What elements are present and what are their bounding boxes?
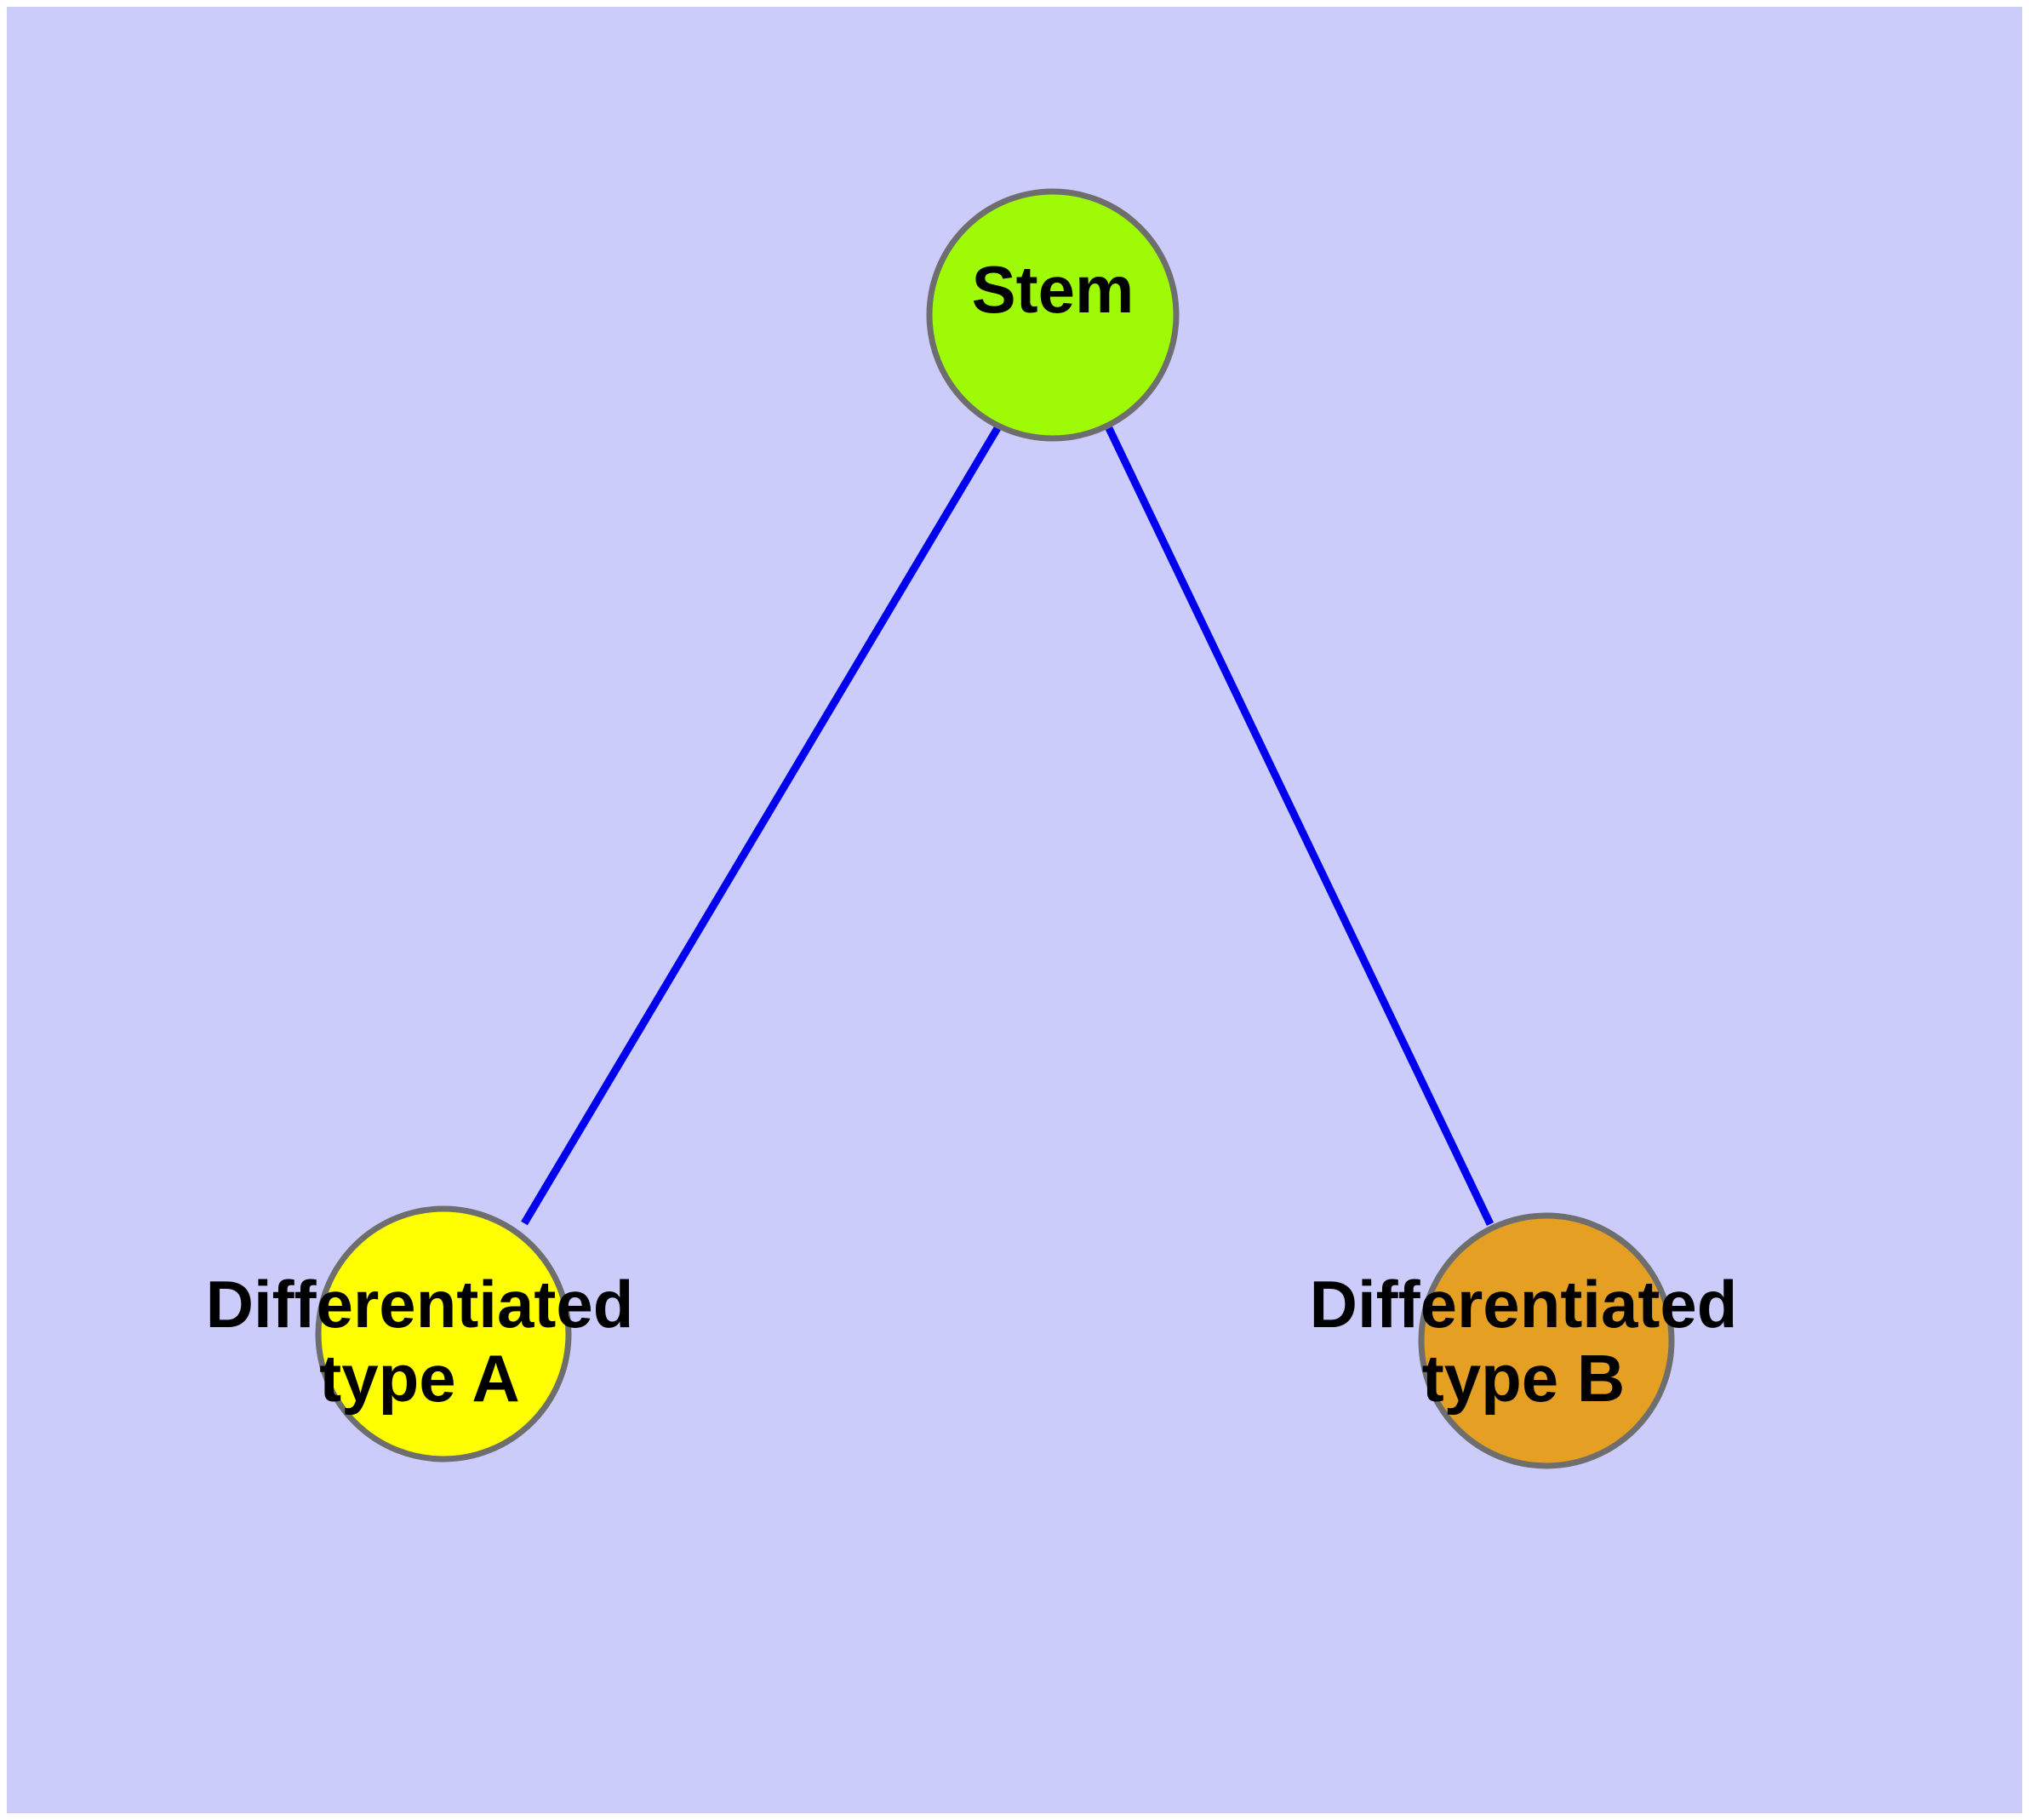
edge-stem-to-differentiated-type-b[interactable] [1105, 426, 1495, 1226]
node-differentiated-type-b[interactable] [1418, 1212, 1675, 1469]
node-differentiated-type-a[interactable] [315, 1205, 572, 1462]
node-stem[interactable] [926, 188, 1180, 442]
edge-stem-to-differentiated-type-a[interactable] [521, 426, 1001, 1226]
